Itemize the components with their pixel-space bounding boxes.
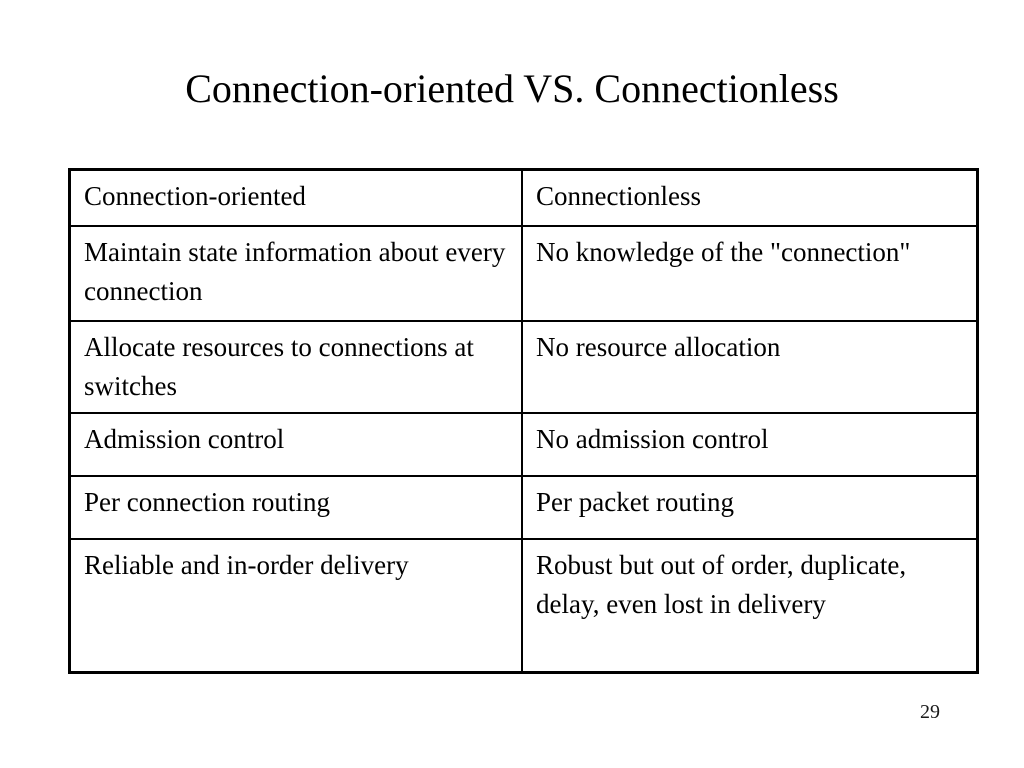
- table-row: Admission control No admission control: [69, 413, 978, 477]
- cell-connection-oriented-4: Per connection routing: [69, 476, 523, 540]
- comparison-table: Connection-oriented Connectionless Maint…: [68, 168, 979, 674]
- table-row: Reliable and in-order delivery Robust bu…: [69, 539, 978, 673]
- table-header-row: Connection-oriented Connectionless: [69, 169, 978, 227]
- table-header-connection-oriented: Connection-oriented: [69, 169, 523, 227]
- cell-connectionless-3: No admission control: [522, 413, 978, 477]
- table-row: Maintain state information about every c…: [69, 226, 978, 322]
- page-title: Connection-oriented VS. Connectionless: [185, 66, 839, 111]
- cell-connection-oriented-5: Reliable and in-order delivery: [69, 539, 523, 673]
- cell-connectionless-1: No knowledge of the "connection": [522, 226, 978, 322]
- cell-connection-oriented-1: Maintain state information about every c…: [69, 226, 523, 322]
- cell-connection-oriented-3: Admission control: [69, 413, 523, 477]
- cell-connection-oriented-2: Allocate resources to connections at swi…: [69, 321, 523, 414]
- table-header-connectionless: Connectionless: [522, 169, 978, 227]
- cell-connectionless-2: No resource allocation: [522, 321, 978, 414]
- cell-connectionless-5: Robust but out of order, duplicate, dela…: [536, 550, 907, 619]
- table-row: Per connection routing Per packet routin…: [69, 476, 978, 540]
- cell-connectionless-4: Per packet routing: [522, 476, 978, 540]
- table-row: Allocate resources to connections at swi…: [69, 321, 978, 414]
- slide-page-number: 29: [920, 701, 940, 723]
